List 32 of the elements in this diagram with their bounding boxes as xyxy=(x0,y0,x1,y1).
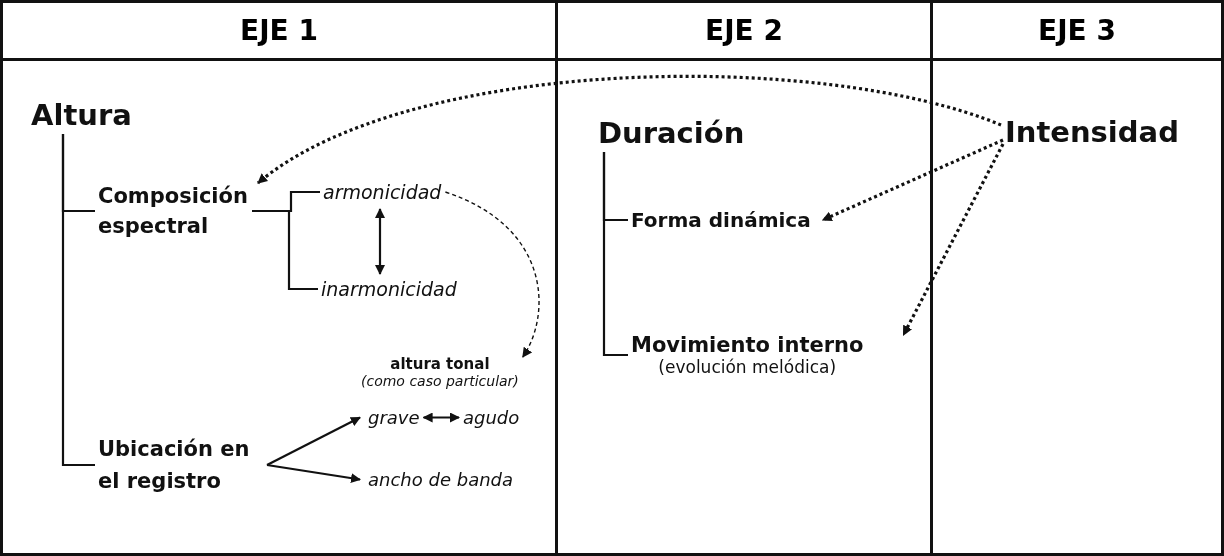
connector-line xyxy=(252,209,318,291)
term-label: grave xyxy=(368,407,420,428)
term-label: inarmonicidad xyxy=(321,278,457,300)
arrow xyxy=(821,138,1004,222)
column-heading: EJE 2 xyxy=(558,3,930,61)
term-label: agudo xyxy=(463,407,520,428)
term-label: armonicidad xyxy=(323,181,442,203)
arrow xyxy=(422,412,460,423)
table-column xyxy=(0,0,558,556)
node-title: Movimiento interno xyxy=(631,333,864,357)
arrow xyxy=(375,208,385,275)
term-label: Composición espectral xyxy=(98,181,248,241)
term-label: ancho de banda xyxy=(368,469,514,490)
table-column xyxy=(930,0,1224,556)
category-heading: Altura xyxy=(31,98,132,132)
arrow xyxy=(444,191,540,358)
node-title: altura tonal xyxy=(389,355,491,373)
arrow xyxy=(257,74,1002,185)
column-heading: EJE 1 xyxy=(3,3,555,61)
column-heading: EJE 3 xyxy=(933,3,1221,61)
node-note: (como caso particular) xyxy=(361,373,519,389)
table-column xyxy=(555,0,933,556)
arrow xyxy=(266,463,361,484)
category-heading: Intensidad xyxy=(1005,115,1179,149)
connector-line xyxy=(61,134,95,467)
term-label: Ubicación en el registro xyxy=(98,433,263,497)
category-heading: Duración xyxy=(598,116,745,150)
arrow xyxy=(902,143,1005,336)
connector-line xyxy=(602,152,628,357)
term-label: Forma dinámica xyxy=(631,208,811,232)
arrow xyxy=(266,416,361,466)
node-note: (evolución melódica) xyxy=(657,357,838,377)
